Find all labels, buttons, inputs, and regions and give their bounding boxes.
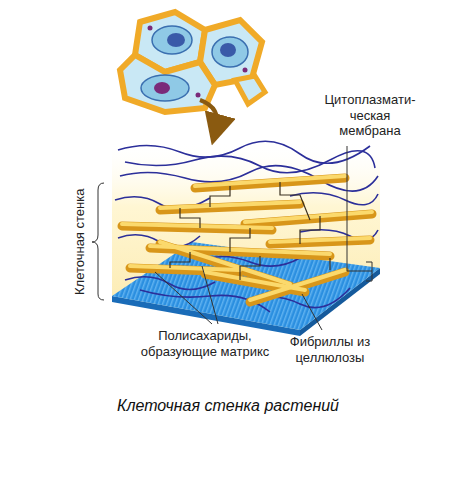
cross-links [170, 182, 330, 280]
matrix-leader [155, 272, 212, 324]
plant-cells [120, 12, 265, 112]
vertical-label: Клеточная стенка [72, 189, 88, 295]
fibril-leader [302, 294, 322, 330]
membrane-leader [347, 146, 372, 271]
label-text: Цитоплазмати- ческая мембрана [318, 92, 422, 139]
figure-caption: Клеточная стенка растений [0, 396, 456, 415]
matrix-leader [202, 266, 218, 324]
label-text: Фибриллы из целлюлозы [262, 334, 398, 365]
zoom-arrow [200, 100, 217, 130]
leader-lines [92, 146, 372, 330]
matrix-strands [115, 141, 378, 312]
membrane-slab [112, 242, 380, 336]
membrane-bracket [366, 262, 372, 281]
cellulose-fibrils [122, 176, 372, 302]
wall-brace [92, 183, 104, 300]
label-text: Полисахариды, образующие матрикс [125, 328, 285, 359]
